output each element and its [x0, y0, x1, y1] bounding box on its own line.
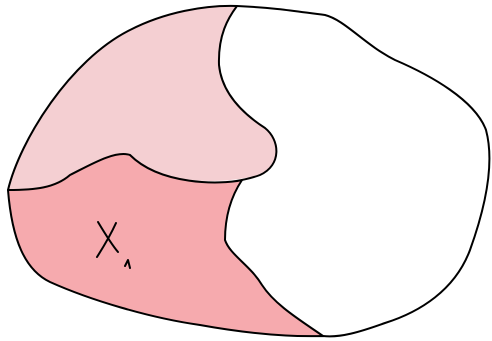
diagram-canvas: X₁: [0, 0, 492, 341]
